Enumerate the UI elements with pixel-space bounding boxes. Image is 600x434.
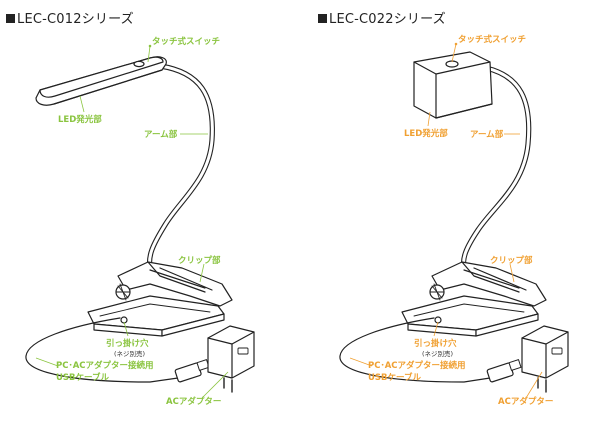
left-label-led: LED発光部 — [58, 114, 102, 125]
left-label-arm: アーム部 — [144, 129, 178, 140]
left-label-cable-2: USBケーブル — [56, 372, 109, 383]
left-label-cable-1: PC･ACアダプター接続用 — [56, 360, 154, 371]
left-clip-upper — [117, 261, 233, 307]
left-ac-adapter — [207, 325, 255, 379]
left-label-hole-note: (ネジ別売) — [114, 349, 145, 358]
right-label-ac: ACアダプター — [498, 396, 553, 407]
left-labels: タッチ式スイッチ LED発光部 アーム部 クリップ部 引っ掛け穴 PC･ACアダ… — [56, 36, 221, 407]
square-bullet-icon — [318, 14, 327, 23]
right-label-hole-note: (ネジ別売) — [422, 349, 453, 358]
right-label-cable-1: PC･ACアダプター接続用 — [368, 360, 466, 371]
right-label-clip: クリップ部 — [490, 255, 533, 266]
right-label-led: LED発光部 — [404, 128, 448, 139]
left-title-text: LEC-C012シリーズ — [17, 12, 134, 27]
right-lamp — [339, 51, 569, 393]
right-labels: タッチ式スイッチ LED発光部 アーム部 クリップ部 引っ掛け穴 PC･ACアダ… — [368, 34, 553, 407]
right-usb-cable — [339, 317, 491, 383]
right-label-hole: 引っ掛け穴 — [414, 338, 457, 349]
left-callout-lines — [35, 44, 229, 399]
right-panel-title: LEC-C022シリーズ — [318, 8, 446, 27]
right-label-touch-switch: タッチ式スイッチ — [458, 34, 526, 45]
left-label-touch-switch: タッチ式スイッチ — [152, 36, 220, 47]
left-lamp — [25, 56, 255, 393]
right-label-cable-2: USBケーブル — [368, 372, 421, 383]
square-bullet-icon — [6, 14, 15, 23]
left-usb-cable — [25, 317, 179, 383]
left-panel-title: LEC-C012シリーズ — [6, 8, 134, 27]
right-title-text: LEC-C022シリーズ — [329, 12, 446, 27]
right-callout-lines — [349, 42, 543, 399]
right-label-arm: アーム部 — [470, 129, 504, 140]
left-touch-switch — [133, 60, 145, 68]
left-label-ac: ACアダプター — [166, 396, 221, 407]
right-clip-upper — [431, 261, 547, 307]
left-label-clip: クリップ部 — [178, 255, 221, 266]
left-label-hole: 引っ掛け穴 — [106, 338, 149, 349]
right-ac-adapter — [521, 325, 569, 379]
